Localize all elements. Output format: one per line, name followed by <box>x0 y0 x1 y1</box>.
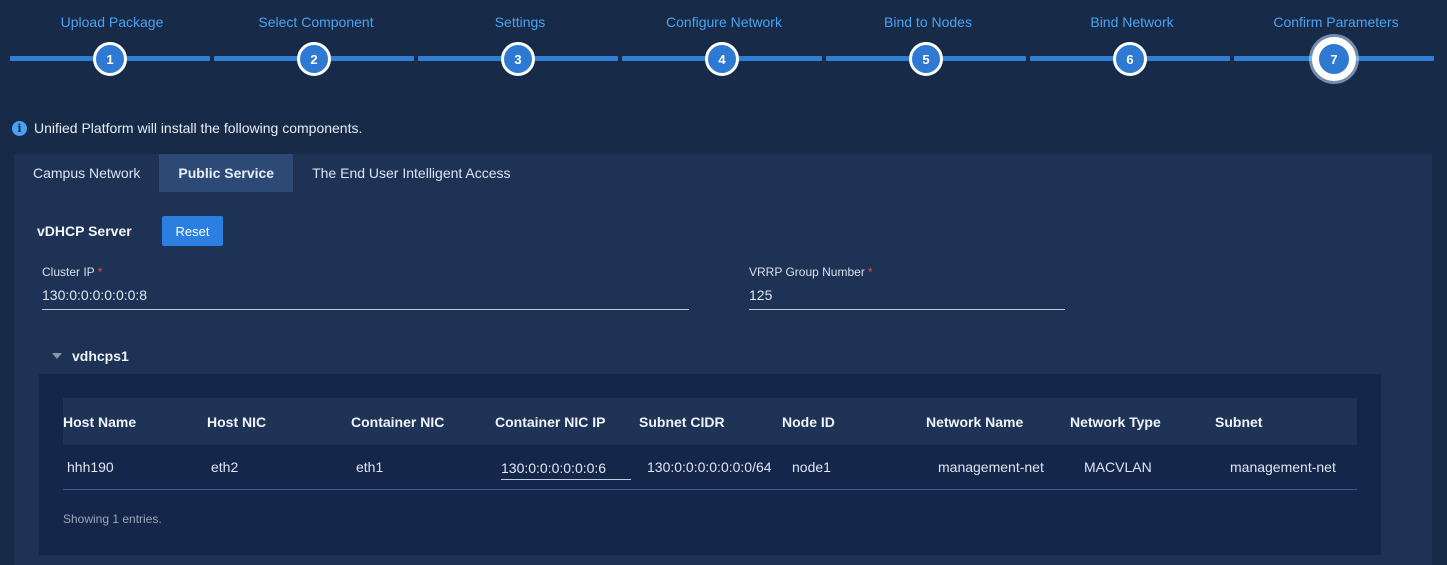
step-number-circle: 3 <box>501 42 535 76</box>
step-number-circle: 7 <box>1312 37 1356 81</box>
collapse-title: vdhcps1 <box>72 348 129 364</box>
component-tabs: Campus Network Public Service The End Us… <box>14 154 530 192</box>
column-header: Network Name <box>926 413 1024 430</box>
info-icon: i <box>12 120 27 136</box>
caret-down-icon <box>52 353 62 359</box>
step-number-circle: 2 <box>297 42 331 76</box>
step-label: Confirm Parameters <box>1273 14 1399 30</box>
vdhcps1-content: Host Name Host NIC Container NIC Contain… <box>39 374 1381 555</box>
info-message: i Unified Platform will install the foll… <box>12 120 362 136</box>
step-confirm-parameters[interactable]: Confirm Parameters 7 <box>1234 0 1438 100</box>
table-cell: 130:0:0:0:0:0:0:0/64 <box>647 459 772 475</box>
tab-campus-network[interactable]: Campus Network <box>33 165 141 181</box>
table-cell: management-net <box>938 459 1044 475</box>
vrrp-group-input[interactable]: 125 <box>749 287 1065 310</box>
required-mark: * <box>867 265 873 279</box>
step-label: Settings <box>494 14 546 30</box>
cluster-ip-label: Cluster IP* <box>42 265 103 279</box>
wizard-steps: Upload Package 1 Select Component 2 Sett… <box>0 0 1447 100</box>
step-settings[interactable]: Settings 3 <box>418 0 622 100</box>
table-cell: management-net <box>1230 459 1336 475</box>
vrrp-group-field: VRRP Group Number* 125 <box>749 265 1065 310</box>
table-cell: hhh190 <box>67 459 114 475</box>
table-cell: eth1 <box>356 459 384 475</box>
cluster-ip-input[interactable]: 130:0:0:0:0:0:0:8 <box>42 287 689 310</box>
vrrp-group-label: VRRP Group Number* <box>749 265 873 279</box>
cluster-ip-field: Cluster IP* 130:0:0:0:0:0:0:8 <box>42 265 689 310</box>
table-cell: MACVLAN <box>1084 459 1152 475</box>
tab-end-user-intelligent-access[interactable]: The End User Intelligent Access <box>312 165 511 181</box>
column-header: Host Name <box>63 413 137 430</box>
column-header: Container NIC IP <box>495 413 606 430</box>
step-label: Bind Network <box>1090 14 1174 30</box>
step-select-component[interactable]: Select Component 2 <box>214 0 418 100</box>
column-header: Subnet CIDR <box>639 413 725 430</box>
required-mark: * <box>97 265 103 279</box>
step-label: Upload Package <box>60 14 164 30</box>
section-title: vDHCP Server <box>37 223 132 239</box>
step-number-circle: 5 <box>909 42 943 76</box>
step-label: Select Component <box>258 14 374 30</box>
step-number-circle: 6 <box>1113 42 1147 76</box>
column-header: Network Type <box>1070 413 1161 430</box>
network-binding-table: Host Name Host NIC Container NIC Contain… <box>63 398 1357 490</box>
component-panel: Campus Network Public Service The End Us… <box>14 154 1432 565</box>
step-upload-package[interactable]: Upload Package 1 <box>10 0 214 100</box>
reset-button[interactable]: Reset <box>162 216 223 246</box>
table-cell: 130:0:0:0:0:0:0:6 <box>501 454 647 480</box>
table-cell: eth2 <box>211 459 239 475</box>
column-header: Node ID <box>782 413 835 430</box>
table-header: Host Name Host NIC Container NIC Contain… <box>63 398 1357 445</box>
info-text: Unified Platform will install the follow… <box>34 120 363 136</box>
step-bind-to-nodes[interactable]: Bind to Nodes 5 <box>826 0 1030 100</box>
step-number-circle: 4 <box>705 42 739 76</box>
step-number-circle: 1 <box>93 42 127 76</box>
tab-public-service[interactable]: Public Service <box>159 154 294 192</box>
step-label: Configure Network <box>666 14 782 30</box>
container-nic-ip-input[interactable]: 130:0:0:0:0:0:0:6 <box>501 454 631 480</box>
column-header: Host NIC <box>207 413 267 430</box>
column-header: Subnet <box>1215 413 1263 430</box>
vdhcps1-collapse-toggle[interactable]: vdhcps1 <box>52 348 129 364</box>
step-configure-network[interactable]: Configure Network 4 <box>622 0 826 100</box>
step-bind-network[interactable]: Bind Network 6 <box>1030 0 1234 100</box>
table-row: hhh190 eth2 eth1 130:0:0:0:0:0:0:6 130:0… <box>63 445 1357 490</box>
table-footer: Showing 1 entries. <box>63 512 162 526</box>
step-label: Bind to Nodes <box>884 14 972 30</box>
column-header: Container NIC <box>351 413 445 430</box>
table-cell: node1 <box>792 459 831 475</box>
